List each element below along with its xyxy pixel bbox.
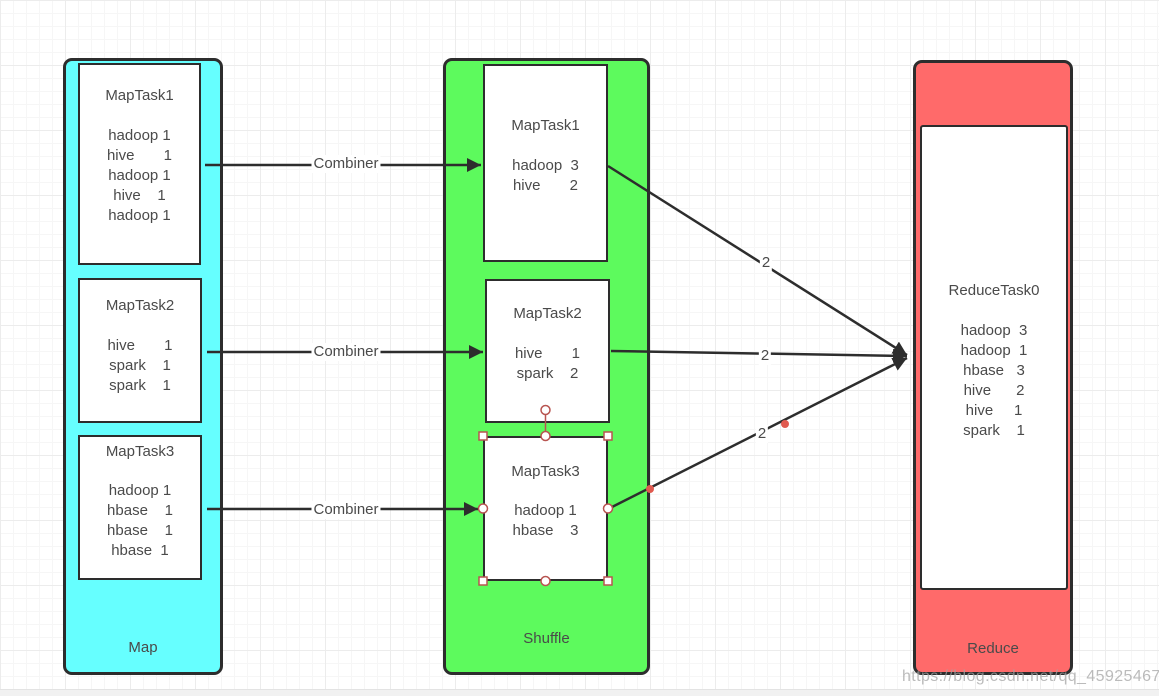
kv-line: spark 1 [109, 357, 171, 374]
waypoint-dot[interactable] [781, 420, 789, 428]
count-label-2[interactable]: 2 [758, 347, 772, 365]
kv-line: hive 2 [963, 382, 1025, 399]
kv-line: hive 1 [107, 337, 173, 354]
kv-line: spark 2 [516, 365, 579, 382]
combiner-label-3[interactable]: Combiner [311, 501, 381, 519]
task-title: MapTask2 [105, 297, 175, 314]
kv-line: hadoop 3 [960, 322, 1028, 339]
count-label-1[interactable]: 2 [759, 254, 773, 272]
kv-line: hbase 3 [512, 522, 579, 539]
shuffle-phase-label: Shuffle [523, 630, 570, 647]
combiner-label-1[interactable]: Combiner [311, 155, 381, 173]
reduce-phase-label: Reduce [967, 640, 1019, 657]
selection-handles [477, 404, 614, 587]
kv-line: hadoop 1 [108, 167, 171, 184]
map-maptask3-box[interactable]: MapTask3 hadoop 1 hbase 1 hbase 1 hbase … [78, 435, 202, 580]
task-lines: hadoop 1 hbase 1 hbase 1 hbase 1 [80, 481, 200, 561]
resize-handle-se[interactable] [603, 576, 613, 586]
connect-handle-bottom[interactable] [540, 575, 551, 587]
horizontal-scrollbar-track[interactable] [0, 689, 1159, 696]
waypoint-dot[interactable] [646, 485, 654, 493]
task-title: MapTask3 [105, 443, 175, 460]
kv-line: hive 1 [514, 345, 581, 362]
kv-line: hadoop 1 [108, 127, 171, 144]
kv-line: hive 1 [965, 402, 1023, 419]
resize-handle-nw[interactable] [478, 431, 488, 441]
task-title: MapTask3 [511, 463, 580, 480]
map-phase-label: Map [128, 639, 158, 656]
kv-line: spark 1 [963, 422, 1025, 439]
kv-line: hive 1 [113, 187, 166, 204]
task-lines: hadoop 3 hive 2 [485, 156, 606, 196]
task-title: MapTask1 [511, 117, 580, 134]
kv-line: spark 1 [109, 377, 171, 394]
kv-line: hive 1 [106, 147, 173, 164]
kv-line: hadoop 3 [512, 157, 579, 174]
kv-line: hbase 1 [107, 522, 173, 539]
shuffle-maptask3-box[interactable]: MapTask3 hadoop 1 hbase 3 [483, 436, 608, 581]
task-title: ReduceTask0 [948, 282, 1040, 299]
shuffle-maptask2-box[interactable]: MapTask2 hive 1 spark 2 [485, 279, 610, 423]
kv-line: hbase 1 [107, 502, 173, 519]
kv-line: hbase 1 [111, 542, 169, 559]
task-lines: hadoop 1 hive 1 hadoop 1 hive 1 hadoop 1 [80, 126, 199, 226]
connect-handle-top[interactable] [540, 430, 551, 442]
map-maptask2-box[interactable]: MapTask2 hive 1 spark 1 spark 1 [78, 278, 202, 423]
edge-shuffle1-to-reduce[interactable] [607, 164, 908, 357]
count-label-3[interactable]: 2 [755, 425, 769, 443]
task-title: MapTask2 [513, 305, 582, 322]
kv-line: hadoop 1 [514, 502, 577, 519]
task-lines: hive 1 spark 2 [487, 344, 608, 384]
shuffle-maptask1-box[interactable]: MapTask1 hadoop 3 hive 2 [483, 64, 608, 262]
combiner-label-2[interactable]: Combiner [311, 343, 381, 361]
connect-handle-left[interactable] [477, 503, 489, 514]
connect-handle-right[interactable] [602, 503, 614, 514]
map-maptask1-box[interactable]: MapTask1 hadoop 1 hive 1 hadoop 1 hive 1… [78, 63, 201, 265]
kv-line: hbase 3 [963, 362, 1025, 379]
task-title: MapTask1 [105, 87, 174, 104]
edge-waypoint-dots [646, 420, 789, 493]
reduce-reducetask0-box[interactable]: ReduceTask0 hadoop 3 hadoop 1 hbase 3 hi… [920, 125, 1068, 590]
reduce-phase-container[interactable]: ReduceTask0 hadoop 3 hadoop 1 hbase 3 hi… [913, 60, 1073, 675]
task-lines: hive 1 spark 1 spark 1 [80, 336, 200, 396]
rotation-handle[interactable] [540, 404, 551, 416]
task-lines: hadoop 3 hadoop 1 hbase 3 hive 2 hive 1 … [922, 321, 1066, 441]
kv-line: hadoop 1 [108, 482, 172, 499]
kv-line: hadoop 1 [960, 342, 1028, 359]
resize-handle-sw[interactable] [478, 576, 488, 586]
task-lines: hadoop 1 hbase 3 [485, 501, 606, 541]
map-phase-container[interactable]: MapTask1 hadoop 1 hive 1 hadoop 1 hive 1… [63, 58, 223, 675]
watermark-url: https://blog.csdn.net/qq_45925467 [902, 668, 1159, 685]
kv-line: hive 2 [512, 177, 579, 194]
kv-line: hadoop 1 [108, 207, 171, 224]
resize-handle-ne[interactable] [603, 431, 613, 441]
